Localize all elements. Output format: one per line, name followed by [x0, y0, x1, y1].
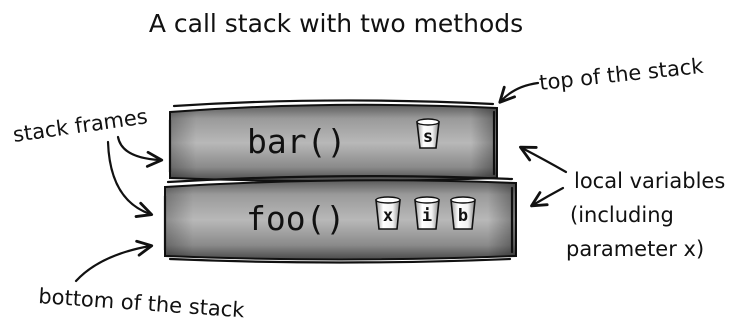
arrow-to-bottom-frame [106, 140, 154, 218]
local-variable-cup-x: x [375, 196, 401, 230]
local-variable-cup-b: b [450, 196, 476, 230]
diagram-title: A call stack with two methods [149, 9, 523, 38]
variable-s-label: s [423, 127, 433, 147]
stack-frame-bar: bar() s [168, 99, 498, 182]
arrow-to-stack-bottom [74, 239, 154, 283]
local-variable-cup-s: s [416, 118, 440, 149]
variable-i-label: i [422, 206, 432, 226]
arrow-to-stack-top [498, 81, 540, 104]
arrow-to-bottom-frame-vars [530, 186, 565, 208]
label-top-of-stack: top of the stack [538, 54, 705, 95]
arrow-to-top-frame-vars [519, 145, 568, 174]
label-local-variables-line3: parameter x) [566, 237, 704, 261]
variable-x-label: x [383, 206, 393, 226]
frame-method-bar: bar() [247, 122, 346, 161]
local-variable-cup-i: i [414, 196, 440, 230]
variable-b-label: b [458, 206, 468, 226]
arrow-to-top-frame [116, 135, 164, 168]
label-local-variables-line1: local variables [574, 169, 725, 193]
label-local-variables-line2: (including [570, 203, 674, 227]
label-bottom-of-stack: bottom of the stack [38, 284, 246, 322]
label-stack-frames: stack frames [11, 104, 149, 147]
frame-method-foo: foo() [246, 199, 345, 238]
stack-frame-foo: foo() x i b [163, 175, 517, 264]
